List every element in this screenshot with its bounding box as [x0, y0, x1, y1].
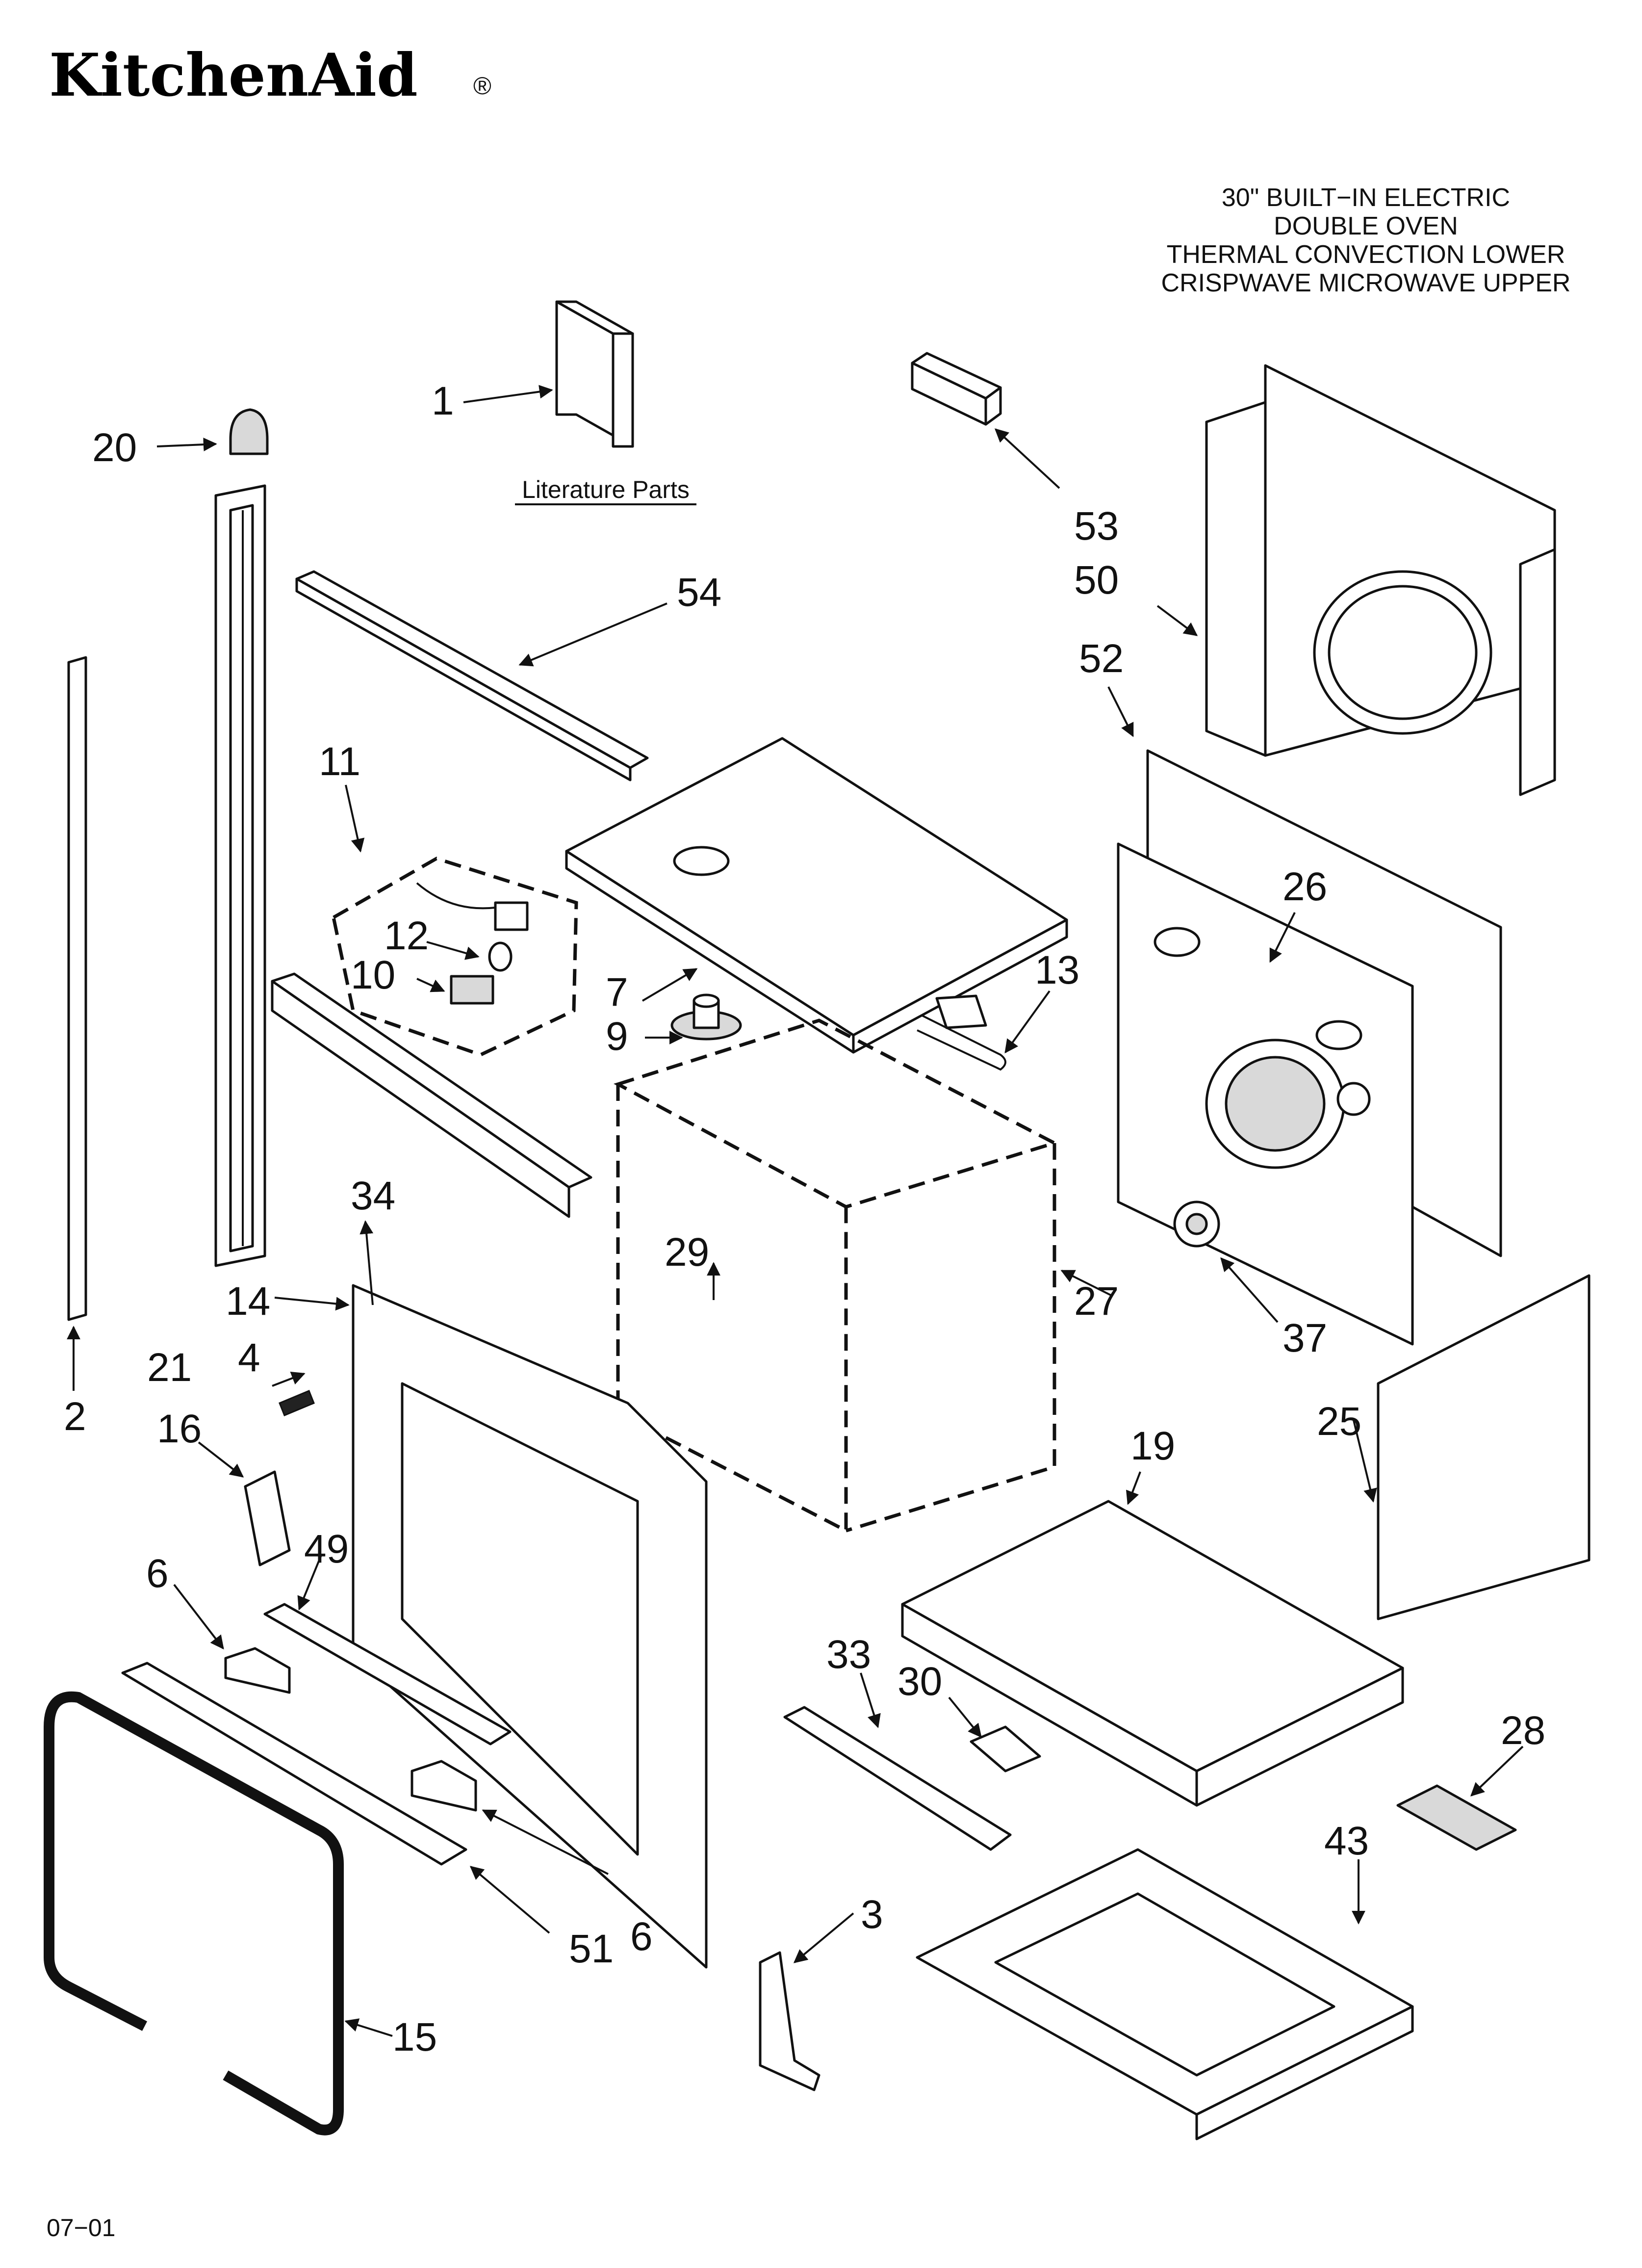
- callout-33: 33: [826, 1632, 871, 1677]
- callout-2: 2: [64, 1394, 86, 1439]
- callout-3: 3: [861, 1892, 883, 1937]
- callout-14: 14: [226, 1279, 270, 1324]
- part-4-screw: [279, 1390, 315, 1416]
- callout-51: 51: [569, 1927, 614, 1971]
- part-49-channel: [263, 1603, 512, 1746]
- part-2-trim-strip: [67, 656, 87, 1321]
- callout-19: 19: [1130, 1424, 1175, 1468]
- part-51-trim: [121, 1662, 467, 1866]
- callout-16: 16: [157, 1407, 202, 1451]
- callout-11: 11: [319, 739, 360, 784]
- callout-4: 4: [238, 1335, 260, 1380]
- part-21-side-trim: [214, 484, 266, 1267]
- callout-6b: 6: [630, 1914, 653, 1959]
- callout-43: 43: [1324, 1819, 1369, 1863]
- part-25-side-panel: [1377, 1274, 1591, 1620]
- callout-27: 27: [1074, 1279, 1119, 1324]
- part-33-channel: [783, 1706, 1012, 1851]
- callout-30: 30: [898, 1659, 942, 1704]
- part-13-element: [917, 994, 1006, 1071]
- part-11-light-assembly: [332, 857, 578, 1057]
- leader-lines: [67, 385, 1524, 2037]
- callout-26: 26: [1283, 864, 1327, 909]
- callout-34: 34: [351, 1173, 395, 1218]
- title-line-4: CRISPWAVE MICROWAVE UPPER: [1161, 269, 1571, 297]
- part-53-block: [911, 352, 1002, 426]
- title-block: 30" BUILT−IN ELECTRIC DOUBLE OVEN THERMA…: [1161, 183, 1571, 297]
- callout-29: 29: [665, 1230, 709, 1275]
- callout-21: 21: [147, 1345, 192, 1390]
- part-37-fan: [1173, 1200, 1220, 1248]
- part-9-sensor: [670, 993, 742, 1041]
- callout-25: 25: [1317, 1399, 1361, 1444]
- part-30-bracket: [970, 1725, 1041, 1773]
- part-50-rear-panel: [1205, 364, 1556, 796]
- part-1-literature: Literature Parts: [515, 300, 696, 505]
- part-14-front-frame: [352, 1284, 708, 1969]
- footer-code: 07−01: [47, 2214, 115, 2242]
- brand-logo: KitchenAid: [49, 41, 418, 110]
- part-54-vent-channel: [295, 570, 649, 782]
- callout-50: 50: [1074, 558, 1119, 602]
- part-15-gasket: [44, 1691, 344, 2136]
- part-20-cap: [229, 408, 269, 455]
- callout-13: 13: [1035, 948, 1079, 992]
- part-27-oven-cavity: [614, 1018, 1059, 1534]
- callout-53: 53: [1074, 504, 1119, 548]
- part-6-spacer-upper: [224, 1647, 291, 1694]
- callout-12: 12: [384, 913, 429, 958]
- part-6-spacer-lower: [410, 1760, 477, 1812]
- part-19-floor-panel: [901, 1500, 1404, 1807]
- callout-9: 9: [606, 1014, 628, 1059]
- callout-7: 7: [606, 970, 628, 1015]
- callout-15: 15: [392, 2015, 437, 2059]
- part-34-vent-grille: [271, 972, 592, 1218]
- title-line-1: 30" BUILT−IN ELECTRIC: [1222, 183, 1510, 212]
- part-16-hinge: [244, 1470, 291, 1566]
- callout-28: 28: [1501, 1708, 1545, 1753]
- part-43-bottom-tray: [916, 1848, 1414, 2140]
- callout-37: 37: [1283, 1316, 1327, 1360]
- callout-54: 54: [677, 570, 721, 615]
- callout-1: 1: [432, 379, 454, 423]
- registered-mark: ®: [473, 72, 491, 100]
- part-28-terminal-block: [1396, 1784, 1517, 1851]
- part-3-bracket: [759, 1951, 821, 2091]
- title-line-3: THERMAL CONVECTION LOWER: [1167, 240, 1565, 269]
- callout-49: 49: [304, 1527, 349, 1571]
- title-line-2: DOUBLE OVEN: [1274, 212, 1458, 240]
- literature-parts-label: Literature Parts: [522, 476, 690, 503]
- callout-20: 20: [92, 425, 137, 470]
- callout-6a: 6: [146, 1551, 169, 1596]
- callout-52: 52: [1079, 636, 1124, 681]
- part-7-top-panel: [565, 737, 1068, 1054]
- callout-numbers: 1 20 53 50 54 52 11 26 12 10 7 13 9 34 2…: [64, 379, 1545, 2059]
- callout-10: 10: [351, 953, 395, 997]
